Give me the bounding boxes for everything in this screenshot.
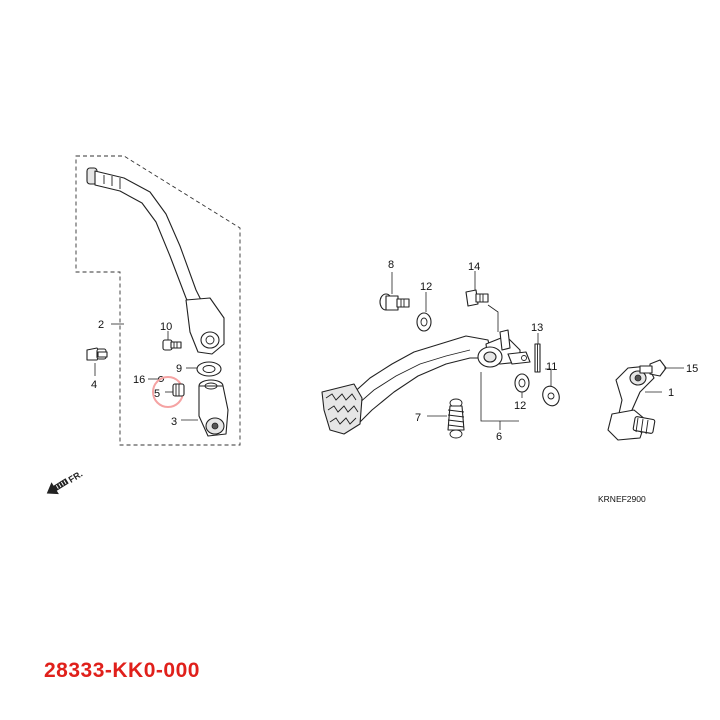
bolt-4[interactable] <box>86 347 108 361</box>
washer-12-top[interactable] <box>416 312 432 332</box>
pivot-bolt-8[interactable] <box>379 293 410 311</box>
kick-starter-arm[interactable] <box>86 167 225 355</box>
washer-12-bottom[interactable] <box>514 373 530 393</box>
callout-6: 6 <box>496 431 502 443</box>
callout-1: 1 <box>668 387 674 399</box>
part-number: 28333-KK0-000 <box>44 659 200 682</box>
callout-5: 5 <box>154 388 160 400</box>
callout-16: 16 <box>133 374 145 386</box>
washer-11[interactable] <box>540 384 562 408</box>
return-spring-7[interactable] <box>447 398 465 439</box>
drawing-code: KRNEF2900 <box>598 494 646 504</box>
brake-pedal-6[interactable] <box>321 329 531 435</box>
washer-9[interactable] <box>196 361 222 377</box>
spring-pin-5[interactable] <box>172 383 185 397</box>
callout-15: 15 <box>686 363 698 375</box>
callout-12a: 12 <box>420 281 432 293</box>
callout-4: 4 <box>91 379 97 391</box>
callout-9: 9 <box>176 363 182 375</box>
bolt-15[interactable] <box>639 359 667 377</box>
callout-11: 11 <box>546 361 557 373</box>
kick-group-frame <box>75 155 241 446</box>
kick-spindle-3[interactable] <box>198 379 229 437</box>
callout-14: 14 <box>468 261 480 273</box>
callout-13: 13 <box>531 322 543 334</box>
front-arrow-icon <box>46 478 69 495</box>
cotter-pin-13[interactable] <box>534 343 541 373</box>
callout-10: 10 <box>160 321 172 333</box>
callout-12b: 12 <box>514 400 526 412</box>
bolt-14[interactable] <box>465 289 489 307</box>
callout-8: 8 <box>388 259 394 271</box>
callout-7: 7 <box>415 412 421 424</box>
front-label: FR. <box>67 469 85 485</box>
callout-3: 3 <box>171 416 177 428</box>
gearshift-pedal-1[interactable] <box>607 365 656 441</box>
callout-2: 2 <box>98 319 104 331</box>
front-direction-marker: FR. <box>46 469 85 495</box>
bolt-10[interactable] <box>162 339 182 351</box>
